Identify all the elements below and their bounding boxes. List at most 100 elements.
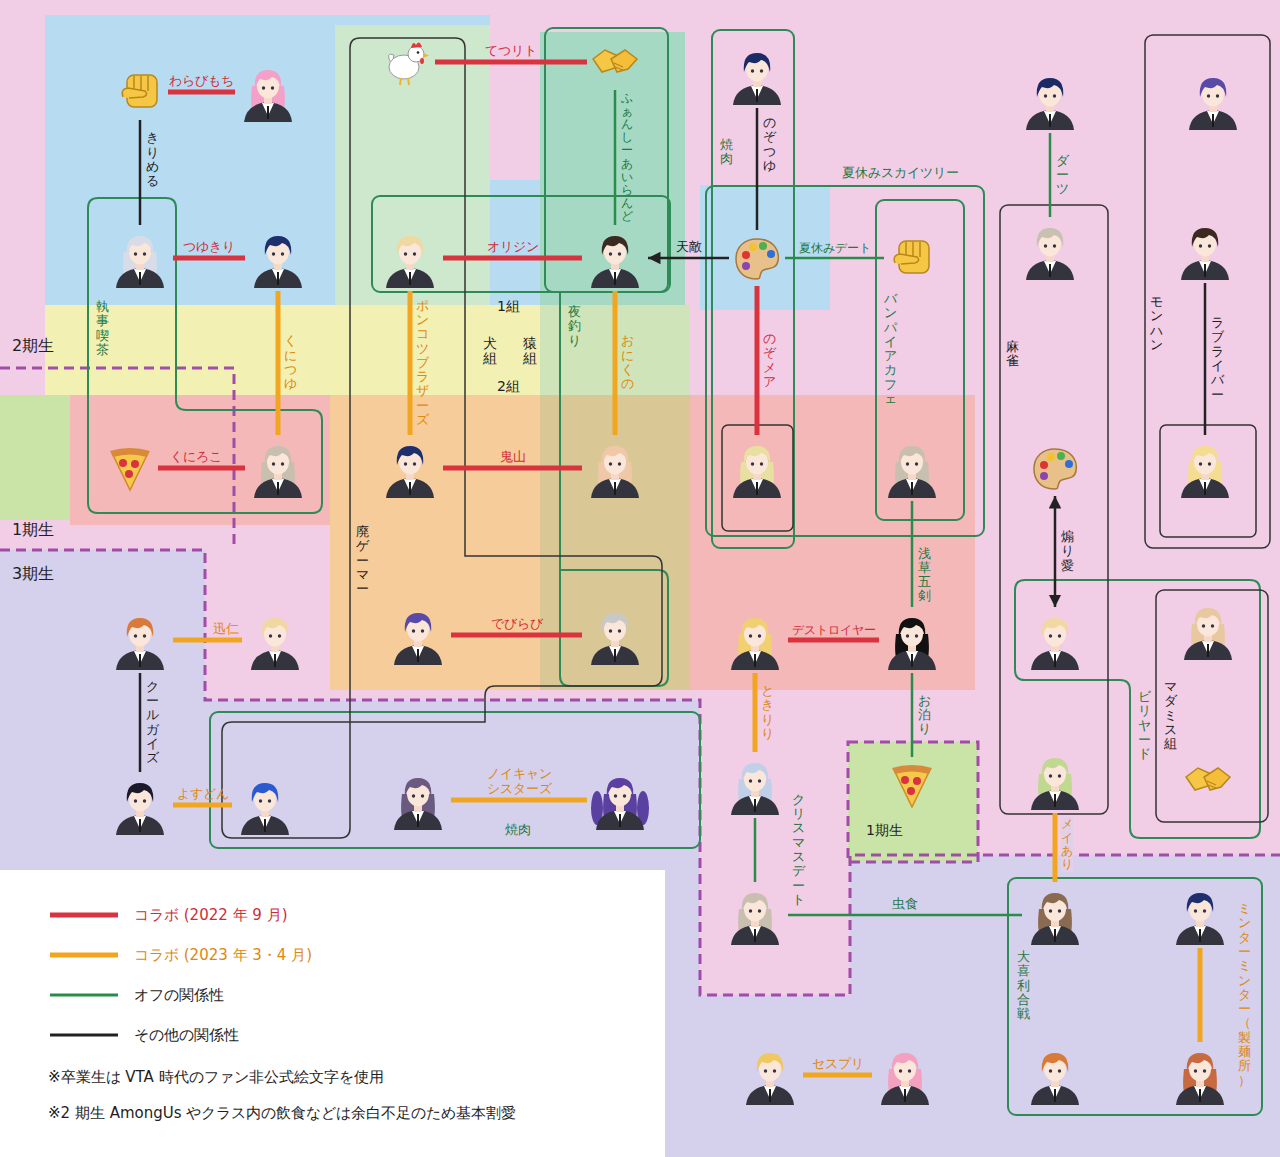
eye [906, 462, 909, 465]
member-avatar [248, 438, 308, 498]
uniform [1031, 1085, 1079, 1105]
legend-entry: その他の関係性 [48, 1024, 648, 1046]
eye [413, 252, 416, 255]
relation-label: クリスマスデート [792, 793, 805, 907]
hand-finger [1207, 781, 1216, 785]
relation-label: デストロイヤー [792, 623, 876, 637]
eye [278, 634, 281, 637]
relation-line [614, 90, 617, 225]
eye [749, 634, 752, 637]
member-avatar [1175, 438, 1235, 498]
eye [618, 462, 621, 465]
eye [1211, 624, 1214, 627]
relation-line [451, 633, 582, 638]
salmon-zone [70, 395, 330, 525]
relation-line [408, 291, 413, 435]
eye [1058, 774, 1061, 777]
member-avatar [110, 228, 170, 288]
relation-label: ラブライバー [1211, 316, 1224, 402]
tie [1054, 929, 1056, 942]
relation-label: ポンコツブラザーズ [416, 299, 429, 428]
uniform [888, 650, 936, 670]
hair [405, 778, 431, 797]
group-label: 2組 [497, 378, 520, 395]
tie [614, 482, 616, 495]
member-avatar [725, 755, 785, 815]
relation-label: お泊り [918, 694, 931, 737]
member-avatar [875, 1045, 935, 1105]
hair [892, 1053, 918, 1072]
hair [1042, 1053, 1068, 1072]
hair [602, 613, 628, 632]
eye [134, 634, 137, 637]
tie [614, 649, 616, 662]
graduate-emoji [1030, 443, 1080, 493]
uniform [1181, 478, 1229, 498]
member-avatar [388, 605, 448, 665]
hand-right [1204, 768, 1230, 790]
hair [262, 618, 288, 637]
member-avatar [590, 770, 650, 830]
member-avatar [1170, 885, 1230, 945]
tie [769, 1089, 771, 1102]
eye [134, 799, 137, 802]
node-picture [725, 755, 785, 815]
member-avatar [248, 228, 308, 288]
relation-label: のぞつゆ [763, 116, 776, 173]
member-avatar [1170, 1045, 1230, 1105]
relation-label: オリジン [487, 239, 539, 255]
node-picture [1025, 610, 1085, 670]
paint-dot [759, 242, 767, 250]
node-picture [887, 233, 937, 283]
uniform [254, 268, 302, 288]
tie [139, 819, 141, 832]
group-label: 1期生 [866, 822, 903, 839]
eye [760, 462, 763, 465]
node-picture [245, 610, 305, 670]
legend-sample [48, 1024, 120, 1046]
eye [1049, 774, 1052, 777]
node-picture [585, 438, 645, 498]
eye [609, 252, 612, 255]
tie [1054, 654, 1056, 667]
tie [264, 819, 266, 832]
tie [277, 272, 279, 285]
fist-finger [912, 242, 914, 257]
eye [609, 462, 612, 465]
pepperoni [901, 776, 909, 784]
relation-label: よすどん [177, 786, 229, 802]
chicken-wattle [420, 58, 424, 64]
group-label: モンハン [1150, 295, 1163, 352]
relation-line [1054, 496, 1057, 607]
relation-label: ときりり [761, 684, 774, 741]
member-avatar [1025, 610, 1085, 670]
fist-finger [919, 242, 921, 257]
relation-label: クールガイズ [146, 680, 159, 766]
uniform [731, 795, 779, 815]
hair [265, 446, 291, 465]
relation-line [173, 256, 245, 261]
third-gen-zone [0, 550, 1280, 1157]
eye [618, 629, 621, 632]
member-avatar [727, 45, 787, 105]
tie [1207, 644, 1209, 657]
group-outline [712, 30, 794, 548]
member-avatar [585, 228, 645, 288]
node-picture [105, 443, 155, 493]
node-picture [1020, 70, 1080, 130]
relation-label: ふぁんしーあいらんど [621, 92, 633, 224]
generation-border [848, 742, 978, 862]
relation-line [1049, 133, 1052, 217]
eye [1049, 1069, 1052, 1072]
group-outline [545, 28, 668, 292]
member-avatar [740, 1045, 800, 1105]
eye [751, 69, 754, 72]
green-zone [0, 395, 70, 520]
palette-board [1034, 449, 1076, 489]
group-label: 大喜利合戦 [1017, 950, 1030, 1021]
tie [1054, 794, 1056, 807]
hair [742, 763, 768, 782]
tie [277, 482, 279, 495]
hair [127, 236, 153, 255]
